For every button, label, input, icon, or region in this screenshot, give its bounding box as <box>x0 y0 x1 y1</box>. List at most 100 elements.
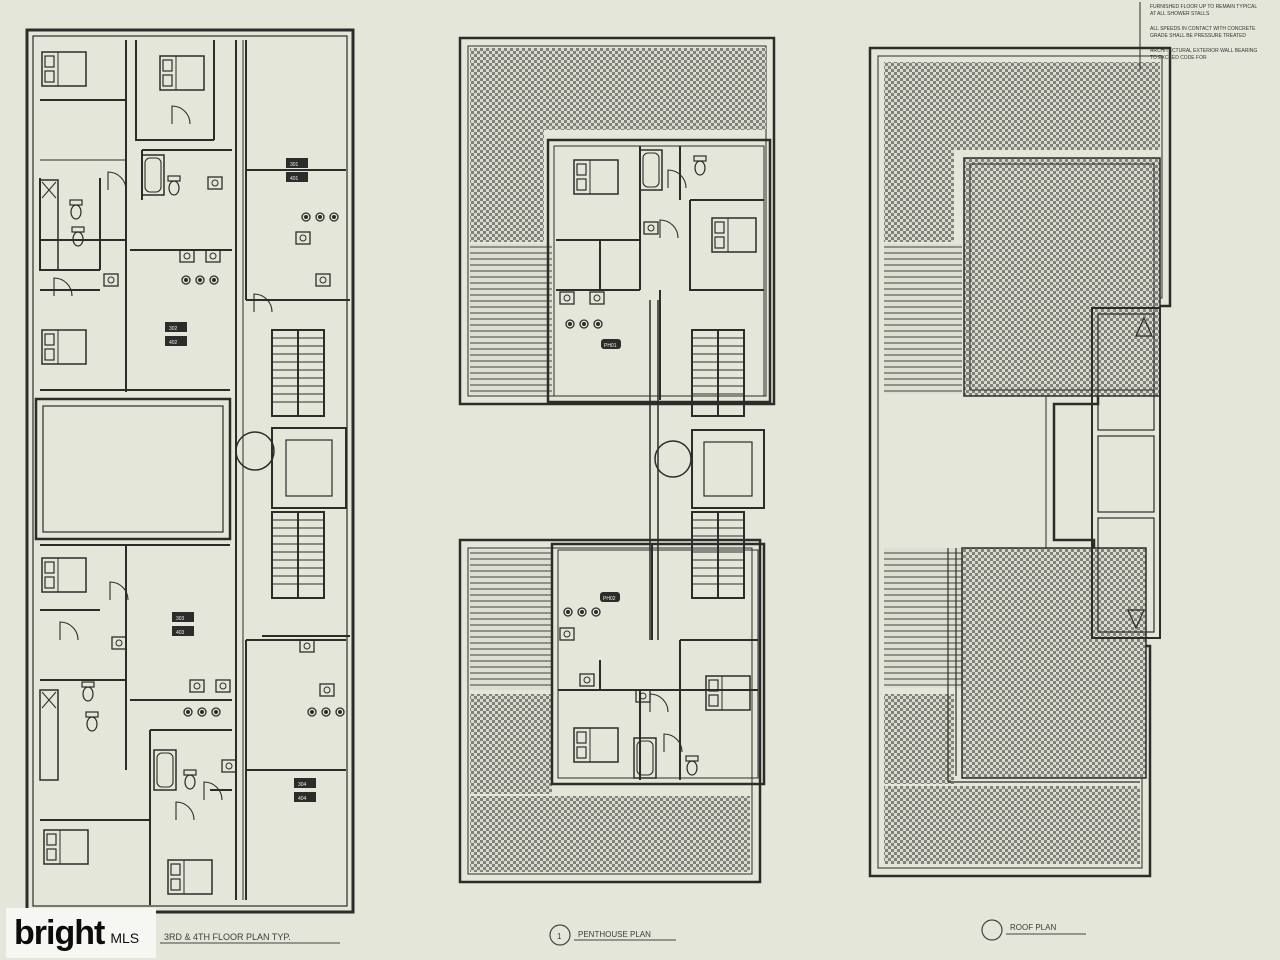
range <box>205 249 221 263</box>
bed <box>41 51 87 87</box>
unit-tag: 404 <box>298 796 307 802</box>
watermark-suffix: MLS <box>110 930 140 946</box>
bar-stool <box>197 707 207 717</box>
stair-south <box>691 511 745 599</box>
note-text: GRADE SHALL BE PRESSURE TREATED <box>1150 33 1246 39</box>
unit-tags <box>165 158 316 802</box>
toilet <box>693 155 707 176</box>
bathtub <box>141 154 165 196</box>
note-text: ARCHITECTURAL EXTERIOR WALL BEARING <box>1150 48 1257 54</box>
watermark-brand: bright <box>14 913 105 952</box>
toilet <box>69 199 83 220</box>
bed <box>41 557 87 593</box>
bed <box>711 217 757 253</box>
door-swing <box>667 169 687 189</box>
range <box>221 759 237 773</box>
bar-stool <box>563 607 573 617</box>
general-notes: FURNISHED FLOOR UP TO REMAIN TYPICAL AT … <box>1139 2 1257 70</box>
bar-stool <box>183 707 193 717</box>
plan-marker: 1 <box>557 932 562 941</box>
penthouse-plan: PH01 PH02 <box>458 36 776 884</box>
range <box>295 231 311 245</box>
range <box>589 291 605 305</box>
bar-stool <box>181 275 191 285</box>
toilet <box>685 755 699 776</box>
unit-tag: 402 <box>169 340 178 346</box>
unit-tag: 401 <box>290 176 299 182</box>
turning-circle <box>235 431 275 471</box>
note-text: FURNISHED FLOOR UP TO REMAIN TYPICAL <box>1150 4 1257 10</box>
range <box>635 689 651 703</box>
bed <box>43 829 89 865</box>
bed <box>167 859 213 895</box>
bar-stool <box>329 212 339 222</box>
range <box>643 221 659 235</box>
door-swing <box>649 693 669 713</box>
unit-tag: PH02 <box>603 596 616 602</box>
bathtub <box>633 737 657 779</box>
unit-tag: 302 <box>169 326 178 332</box>
bar-stool <box>321 707 331 717</box>
bar-stool <box>301 212 311 222</box>
roof-plan <box>868 46 1172 878</box>
plan-title: 3RD & 4TH FLOOR PLAN TYP. <box>164 932 291 942</box>
door-swing <box>253 293 273 313</box>
note-text: AT ALL SHOWER STALLS <box>1150 11 1210 17</box>
roof-hatch-column <box>1091 307 1161 639</box>
range <box>111 636 127 650</box>
bathtub <box>639 149 663 191</box>
bar-stool <box>577 607 587 617</box>
note-text: TO EXCEED CODE FOR <box>1150 55 1207 61</box>
range <box>559 291 575 305</box>
bed <box>573 727 619 763</box>
unit-tag: 301 <box>290 162 299 168</box>
bed <box>159 55 205 91</box>
range <box>103 273 119 287</box>
range <box>189 679 205 693</box>
bed <box>573 159 619 195</box>
bar-stool <box>211 707 221 717</box>
door-swing <box>53 277 73 297</box>
toilet <box>183 769 197 790</box>
bed <box>705 675 751 711</box>
door-swing <box>107 171 127 191</box>
bar-stool <box>335 707 345 717</box>
bar-stool <box>307 707 317 717</box>
range <box>315 273 331 287</box>
range <box>579 673 595 687</box>
plan-title: PENTHOUSE PLAN <box>578 930 651 939</box>
unit-tag: 304 <box>298 782 307 788</box>
range <box>299 639 315 653</box>
bed <box>41 329 87 365</box>
bar-stool <box>593 319 603 329</box>
plan-titles: 3RD & 4TH FLOOR PLAN TYP. 1 PENTHOUSE PL… <box>134 919 1086 949</box>
mls-watermark: bright MLS <box>6 908 156 958</box>
bathtub <box>153 749 177 791</box>
stair-north <box>271 329 325 417</box>
courtyard-void <box>34 397 232 541</box>
range <box>215 679 231 693</box>
toilet <box>81 681 95 702</box>
plan-title: ROOF PLAN <box>1010 923 1056 932</box>
roof-deck-south <box>458 538 762 884</box>
elevator <box>271 427 347 509</box>
bar-stool <box>591 607 601 617</box>
note-text: ALL SPEEDS IN CONTACT WITH CONCRETE <box>1150 26 1256 32</box>
turning-circle <box>654 440 692 478</box>
unit-tag: PH01 <box>604 343 617 349</box>
bar-stool <box>579 319 589 329</box>
toilet <box>85 711 99 732</box>
bar-stool <box>195 275 205 285</box>
range <box>207 176 223 190</box>
door-swing <box>59 621 79 641</box>
stair-south <box>271 511 325 599</box>
toilet <box>71 226 85 247</box>
unit-tag: 403 <box>176 630 185 636</box>
roof-deck-north <box>458 36 776 406</box>
door-swing <box>175 801 195 821</box>
typical-floor-plan: 301 401 302 402 303 403 304 404 <box>25 28 355 914</box>
door-swing <box>171 105 191 125</box>
elevator <box>691 429 765 509</box>
unit-tag: 303 <box>176 616 185 622</box>
